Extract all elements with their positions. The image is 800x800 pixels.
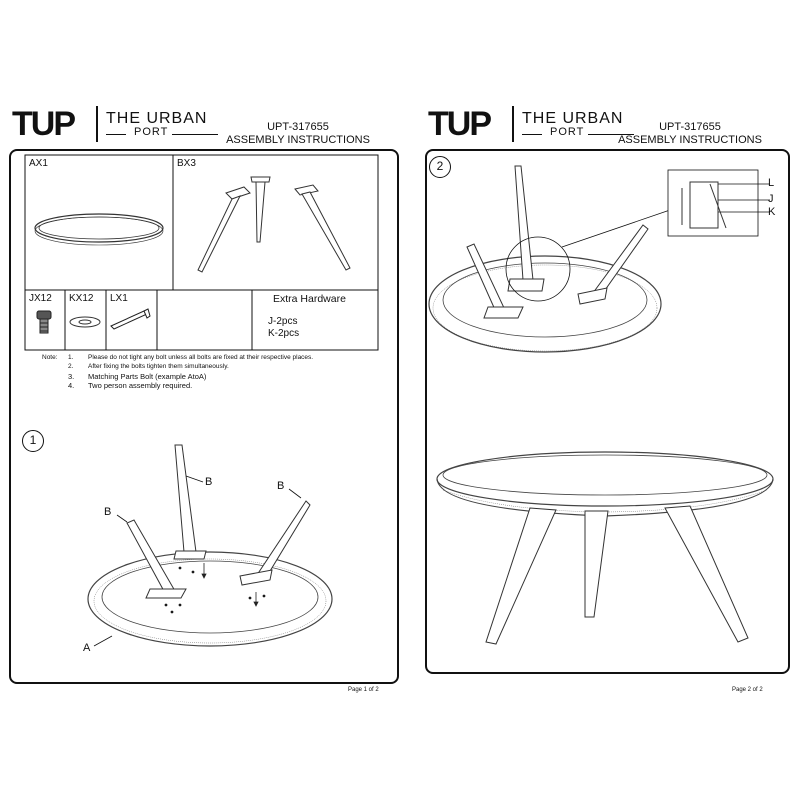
legs-part-illustration <box>197 176 351 273</box>
step-2-art <box>428 165 774 645</box>
logo-name-line2: PORT <box>134 126 169 138</box>
ring-part-illustration <box>34 213 164 246</box>
note-1-number: 1. <box>68 354 74 361</box>
note-1-text: Please do not tight any bolt unless all … <box>88 354 314 361</box>
logo-mark: TUP <box>12 105 76 143</box>
note-2-number: 2. <box>68 363 74 370</box>
logo-rule-left <box>522 134 542 135</box>
logo-name-line1: THE URBAN <box>106 110 208 127</box>
note-2-text: After fixing the bolts tighten them simu… <box>88 363 229 370</box>
document-code: UPT-317655 <box>659 121 721 133</box>
page-2-frame <box>425 149 790 674</box>
callout-a-tabletop: A <box>83 642 91 654</box>
callout-k: K <box>768 206 776 218</box>
extra-hardware-item-1: J-2pcs <box>268 316 298 327</box>
logo-rule-right <box>172 134 218 135</box>
extra-hardware-item-2: K-2pcs <box>268 328 300 339</box>
notes-label: Note: <box>42 354 58 361</box>
callout-b-center-leg: B <box>205 476 213 488</box>
page-number-2: Page 2 of 2 <box>732 687 763 693</box>
part-label-bx3: BX3 <box>177 158 196 169</box>
document-title: ASSEMBLY INSTRUCTIONS <box>226 134 370 146</box>
allen-key-part-illustration <box>110 308 151 330</box>
part-label-ax1: AX1 <box>29 158 48 169</box>
logo-name-line2: PORT <box>550 126 585 138</box>
step-1-legs <box>126 444 311 599</box>
document-code: UPT-317655 <box>267 121 329 133</box>
note-3-number: 3. <box>68 372 75 381</box>
washer-part-illustration <box>69 316 101 328</box>
logo-rule-left <box>106 134 126 135</box>
logo-divider <box>512 106 514 142</box>
assembly-page-1: TUP THE URBAN PORT UPT-317655 ASSEMBLY I… <box>9 105 399 693</box>
assembled-table-legs <box>485 505 749 645</box>
callout-b-left-leg: B <box>104 506 112 518</box>
logo-mark: TUP <box>428 105 492 143</box>
part-label-kx12: KX12 <box>69 293 94 304</box>
step-1-tabletop <box>87 551 333 647</box>
part-label-jx12: JX12 <box>29 293 52 304</box>
note-4-text: Two person assembly required. <box>88 381 193 390</box>
step-1-callout-leaders <box>93 475 302 647</box>
document-title: ASSEMBLY INSTRUCTIONS <box>618 134 762 146</box>
step-2-legs <box>466 165 649 319</box>
note-3-text: Matching Parts Bolt (example AtoA) <box>88 372 207 381</box>
parts-table-and-step-1-art <box>24 154 379 647</box>
callout-l: L <box>768 177 775 189</box>
bolt-part-illustration <box>36 310 52 334</box>
step-1-bolt-markers <box>164 563 266 614</box>
page-1-frame <box>9 149 399 684</box>
detail-bolts <box>681 181 727 229</box>
step-1-badge: 1 <box>22 430 44 452</box>
step-2-tabletop <box>428 255 662 353</box>
logo-name-line1: THE URBAN <box>522 110 624 127</box>
part-label-lx1: LX1 <box>110 293 128 304</box>
page-number-1: Page 1 of 2 <box>348 687 379 693</box>
note-4-number: 4. <box>68 381 75 390</box>
callout-j: J <box>768 193 774 205</box>
logo-rule-right <box>588 134 634 135</box>
callout-b-right-leg: B <box>277 480 285 492</box>
logo-divider <box>96 106 98 142</box>
step-2-badge: 2 <box>429 156 451 178</box>
assembly-page-2: TUP THE URBAN PORT UPT-317655 ASSEMBLY I… <box>400 0 800 800</box>
parts-table-grid <box>24 154 379 351</box>
assembled-table-top <box>436 451 774 517</box>
extra-hardware-heading: Extra Hardware <box>273 293 346 305</box>
